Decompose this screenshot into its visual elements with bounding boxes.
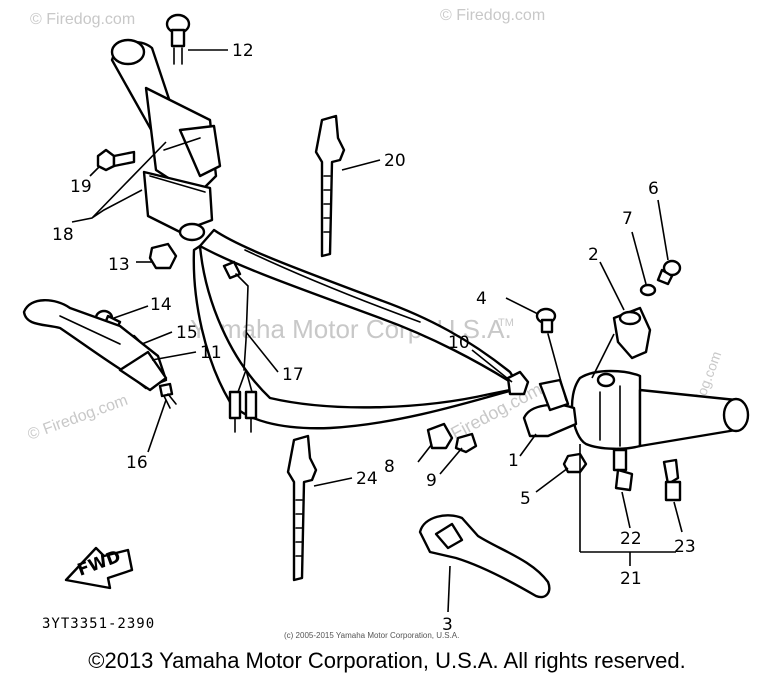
- callout-8: 8: [384, 457, 395, 477]
- fine-print: (c) 2005-2015 Yamaha Motor Corporation, …: [284, 631, 459, 640]
- part-4-bolt: [535, 307, 567, 401]
- callout-2: 2: [588, 245, 599, 265]
- diagram-code: 3YT3351-2390: [42, 616, 155, 632]
- watermark-tm: TM: [498, 317, 514, 329]
- callout-11: 11: [200, 343, 222, 363]
- part-9-collar: [454, 432, 478, 454]
- part-2-holder: [612, 306, 652, 360]
- callout-6: 6: [648, 179, 659, 199]
- callout-9: 9: [426, 471, 437, 491]
- part-16-screw: [158, 382, 177, 409]
- callout-22: 22: [620, 529, 642, 549]
- callout-14: 14: [150, 295, 172, 315]
- callout-23: 23: [674, 537, 696, 557]
- callout-4: 4: [476, 289, 487, 309]
- leader-lines: [71, 49, 683, 613]
- part-1-bracket: [522, 378, 578, 438]
- part-6-screw: [656, 259, 682, 286]
- callout-24: 24: [356, 469, 378, 489]
- part-10-grommet: [506, 370, 530, 396]
- callout-15: 15: [176, 323, 198, 343]
- part-22-screw: [612, 448, 634, 492]
- callout-18: 18: [52, 225, 74, 245]
- callout-3: 3: [442, 615, 453, 635]
- left-grip-assembly: [110, 38, 222, 242]
- callout-12: 12: [232, 41, 254, 61]
- callout-1: 1: [508, 451, 519, 471]
- callout-17: 17: [282, 365, 304, 385]
- callout-20: 20: [384, 151, 406, 171]
- part-17-wire: [222, 260, 258, 433]
- part-23-screw: [662, 458, 682, 502]
- part-13-nut: [148, 242, 178, 270]
- callout-labels: 12 19 18 13 14 15 11 16 17 20 24 10 8 9 …: [52, 41, 696, 635]
- callout-13: 13: [108, 255, 130, 275]
- callout-10: 10: [448, 333, 470, 353]
- watermark-left: © Firedog.com: [26, 392, 131, 444]
- part-19-screw: [96, 148, 136, 172]
- watermark-top-left: © Firedog.com: [30, 11, 135, 28]
- watermark-top-right: © Firedog.com: [440, 7, 545, 24]
- callout-16: 16: [126, 453, 148, 473]
- callout-19: 19: [70, 177, 92, 197]
- part-12-screw: [165, 13, 191, 65]
- part-7-washer: [639, 283, 657, 297]
- part-3-lever: [418, 514, 551, 599]
- callout-21: 21: [620, 569, 642, 589]
- callout-7: 7: [622, 209, 633, 229]
- callout-5: 5: [520, 489, 531, 509]
- part-24-cable-tie: [286, 434, 318, 582]
- copyright-footer: ©2013 Yamaha Motor Corporation, U.S.A. A…: [88, 648, 686, 673]
- part-11-lever: [22, 299, 168, 392]
- part-20-cable-tie: [314, 114, 346, 258]
- right-grip-assembly: [570, 369, 750, 450]
- fwd-arrow: FWD: [64, 547, 134, 590]
